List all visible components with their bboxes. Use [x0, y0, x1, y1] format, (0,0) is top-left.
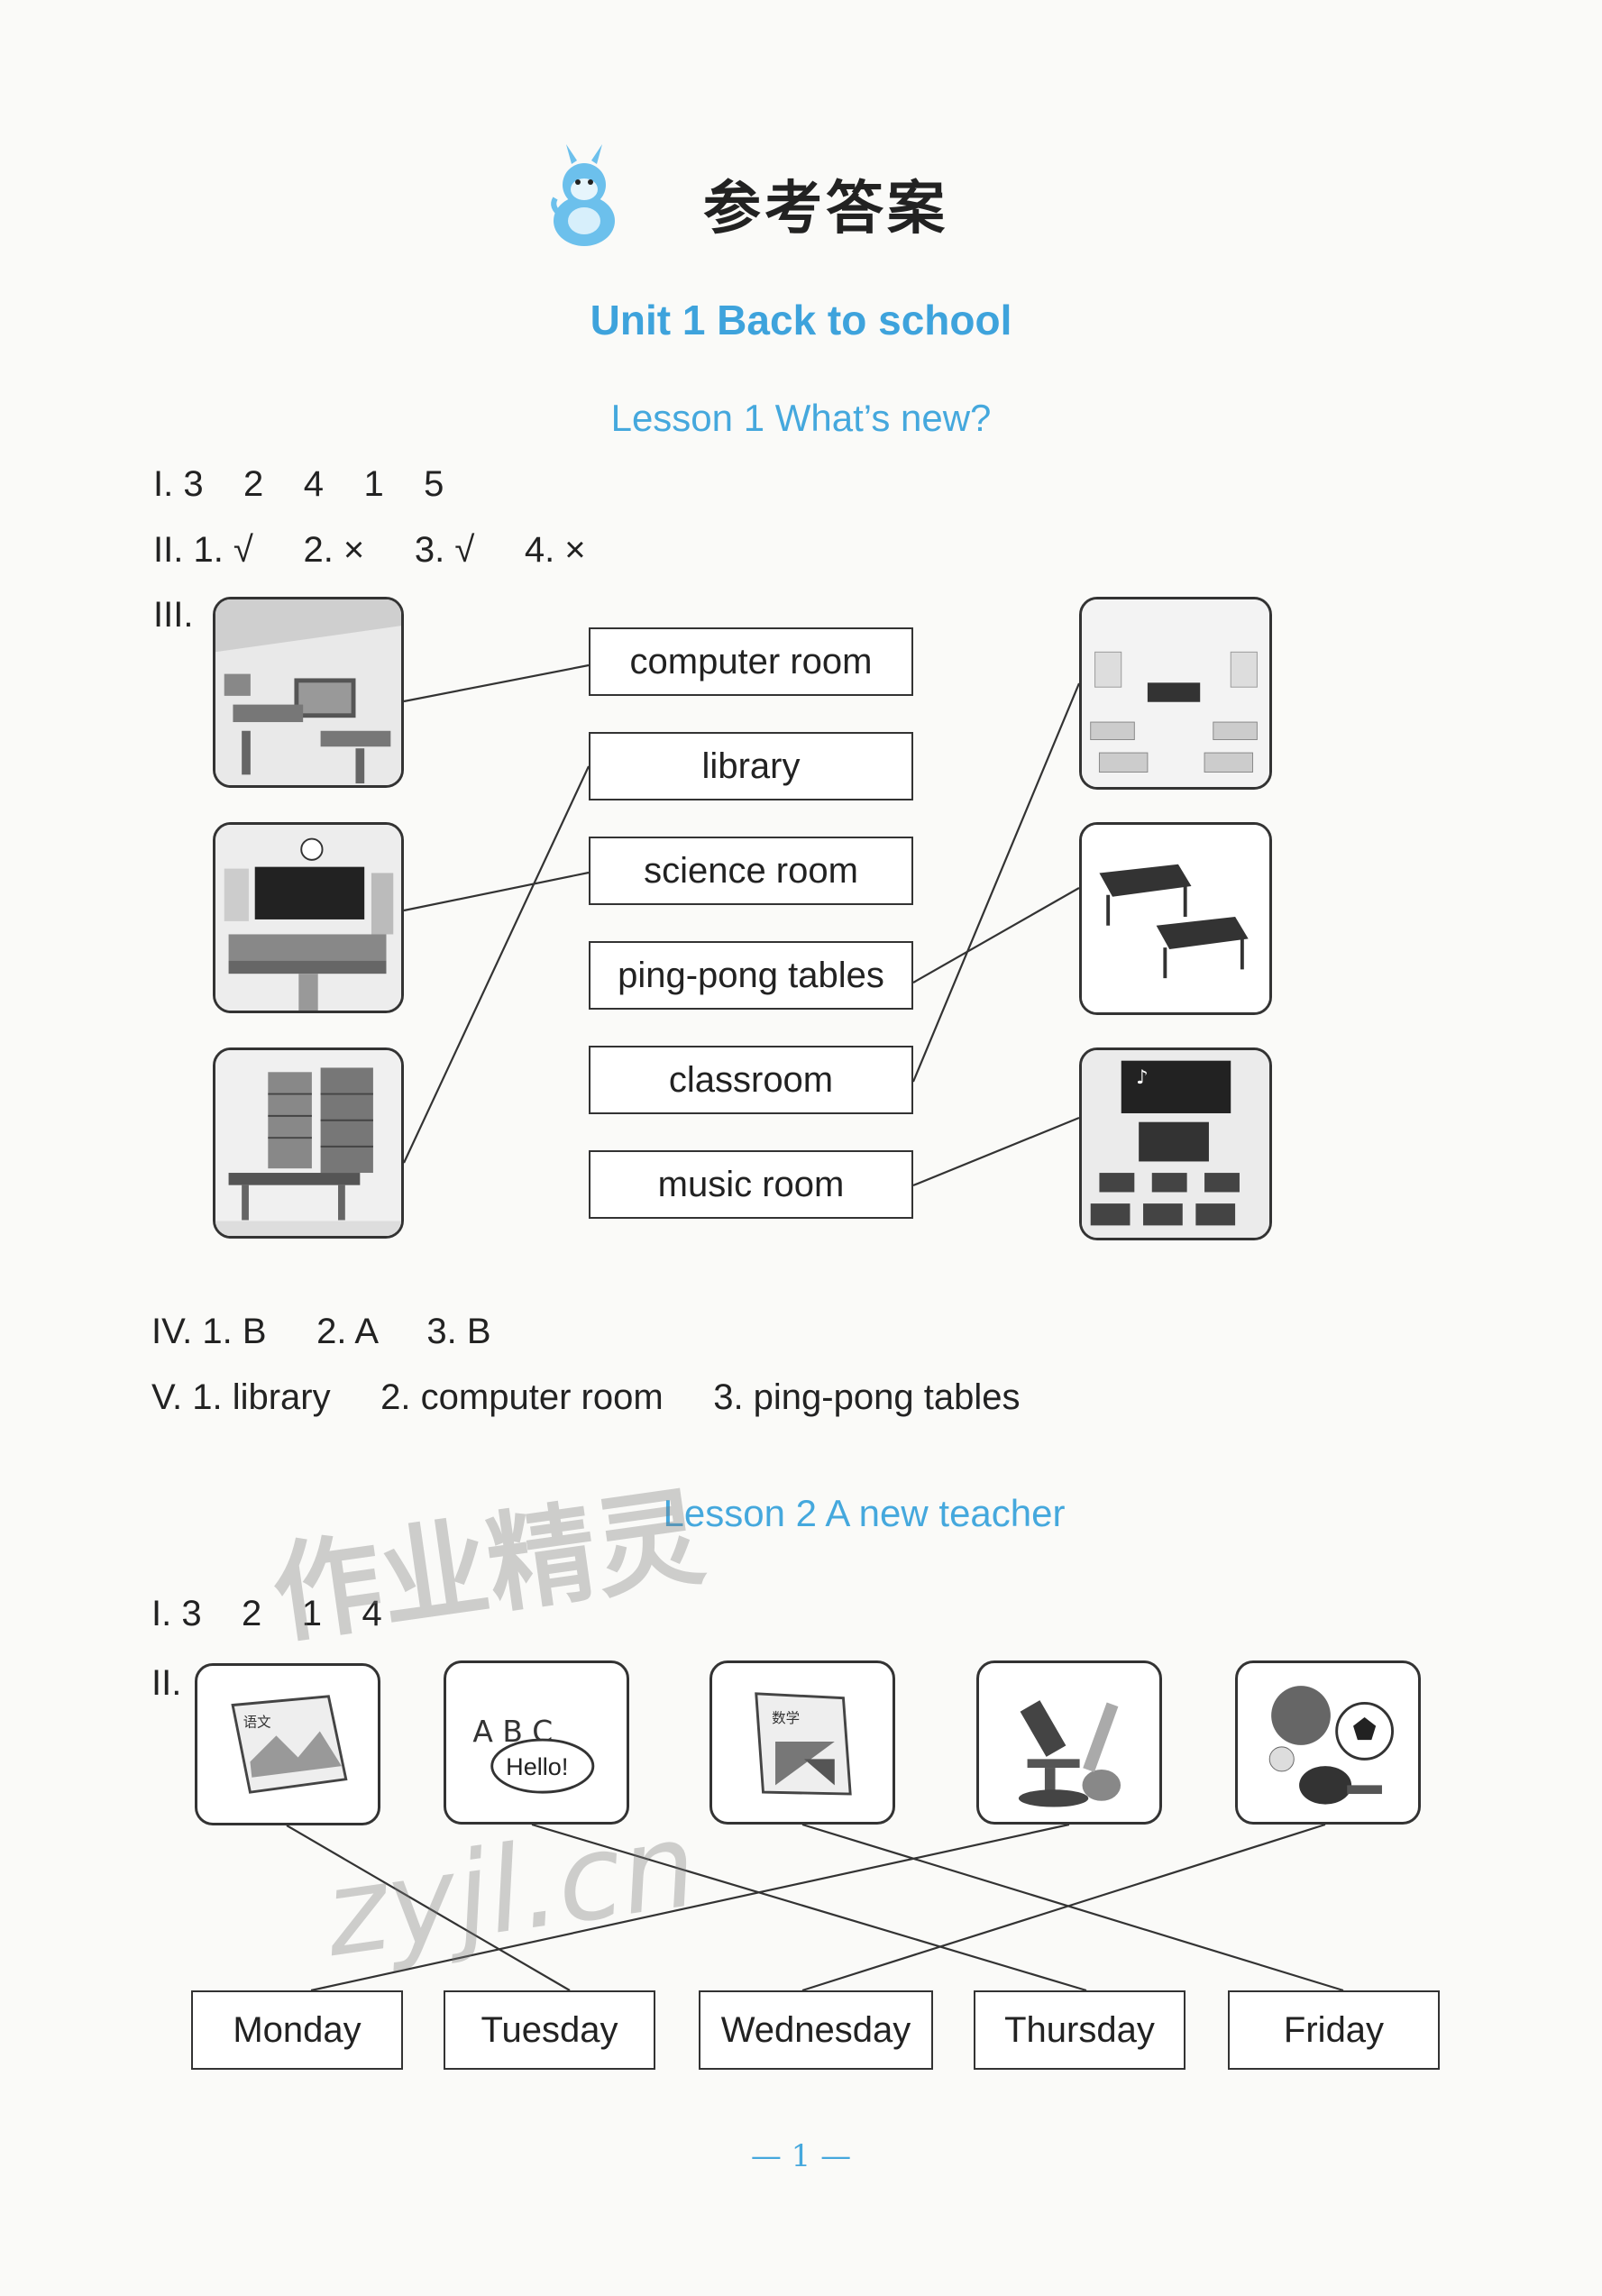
computer-room-picture: [213, 597, 404, 788]
lesson-2-part-2-label: II.: [151, 1663, 182, 1703]
word-box-science-room: science room: [589, 837, 913, 905]
day-box-friday: Friday: [1228, 1990, 1440, 2070]
lesson-1-part-4: IV. 1. B 2. A 3. B: [151, 1312, 491, 1351]
word-box-ping-pong-tables: ping-pong tables: [589, 941, 913, 1010]
sports-balls-picture: [1235, 1660, 1421, 1825]
day-box-wednesday: Wednesday: [699, 1990, 933, 2070]
line-computer-room: [403, 663, 590, 703]
page-number: — 1 —: [750, 2138, 852, 2174]
english-hello: Hello!: [506, 1752, 568, 1780]
lesson-1-part-3-label: III.: [153, 595, 194, 635]
line-pe-wednesday: [801, 1823, 1326, 1992]
lesson-2-title: Lesson 2 A new teacher: [663, 1492, 1066, 1534]
mascot-icon: [539, 135, 629, 252]
lesson-1-part-5: V. 1. library 2. computer room 3. ping-p…: [151, 1377, 1021, 1417]
chinese-book-picture: 语文: [195, 1663, 380, 1825]
watermark-text-url: zyjl.cn: [316, 1796, 705, 1983]
math-book-title: 数学: [772, 1710, 800, 1726]
day-box-tuesday: Tuesday: [444, 1990, 655, 2070]
unit-title: Unit 1 Back to school: [590, 297, 1012, 343]
day-box-thursday: Thursday: [974, 1990, 1185, 2070]
svg-text:♪: ♪: [1136, 1066, 1149, 1089]
line-music-room: [912, 1116, 1080, 1187]
microscope-picture: [976, 1660, 1162, 1825]
word-box-computer-room: computer room: [589, 627, 913, 696]
word-box-music-room: music room: [589, 1150, 913, 1219]
line-classroom: [911, 682, 1081, 1083]
lesson-1-part-1: I. 3 2 4 1 5: [153, 464, 444, 504]
lesson-2-part-1: I. 3 2 1 4: [151, 1594, 382, 1633]
day-box-monday: Monday: [191, 1990, 403, 2070]
line-ping-pong-tables: [912, 887, 1080, 983]
lesson-1-title: Lesson 1 What’s new?: [610, 397, 992, 439]
line-library: [403, 765, 590, 1164]
ping-pong-tables-picture: [1079, 822, 1272, 1015]
line-math-friday: [801, 1823, 1344, 1992]
watermark-text-cn: 作业精灵: [265, 1475, 711, 1660]
science-room-picture: [213, 822, 404, 1013]
word-box-classroom: classroom: [589, 1046, 913, 1114]
math-book-picture: 数学: [709, 1660, 895, 1825]
word-box-library: library: [589, 732, 913, 800]
english-abc-picture: A B C Hello!: [444, 1660, 629, 1825]
chinese-book-title: 语文: [243, 1715, 271, 1731]
classroom-picture: [1079, 597, 1272, 790]
line-science-room: [403, 871, 590, 912]
library-picture: [213, 1047, 404, 1239]
lesson-1-part-2: II. 1. √ 2. × 3. √ 4. ×: [153, 530, 586, 570]
music-room-picture: ♪: [1079, 1047, 1272, 1240]
page-title: 参考答案: [703, 175, 948, 242]
